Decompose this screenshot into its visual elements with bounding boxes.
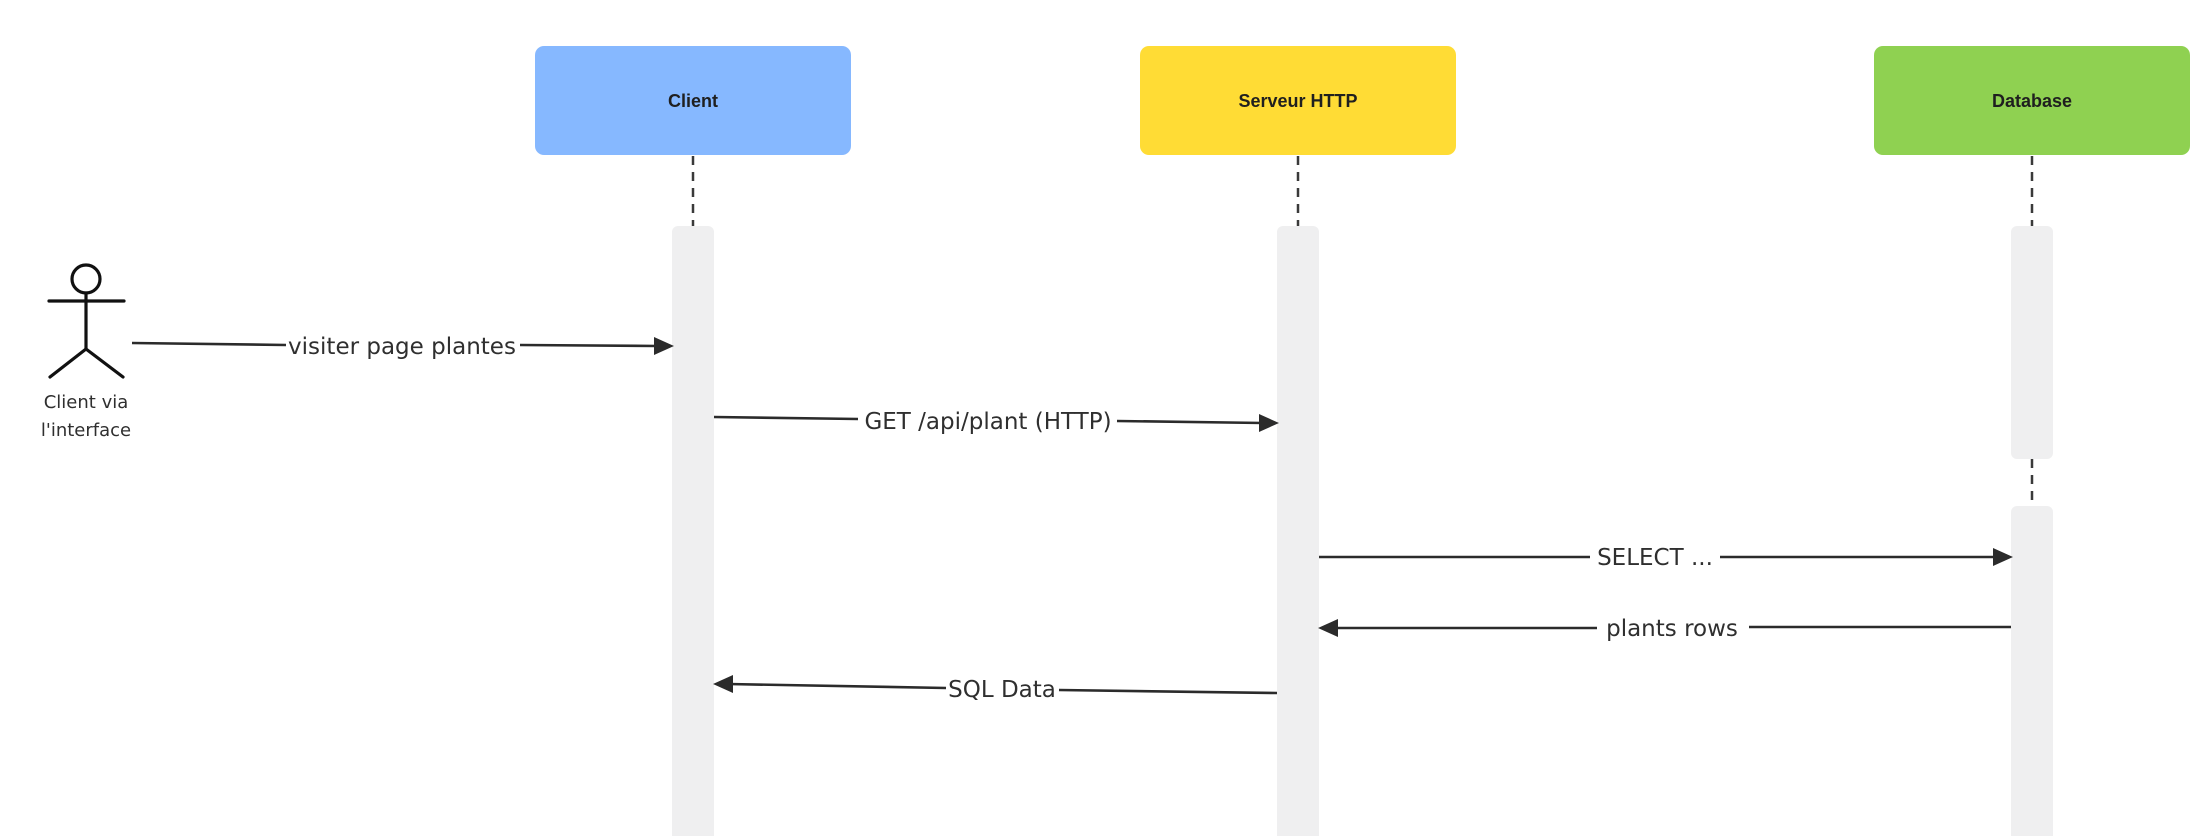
message-sql-data[interactable]: SQL Data	[713, 675, 1278, 703]
message-get-api-plant-line-left	[713, 415, 859, 421]
participant-database[interactable]: Database	[1874, 46, 2190, 155]
arrowhead-right-icon	[1259, 414, 1279, 432]
participant-database-box	[1874, 46, 2190, 155]
arrowhead-left-icon	[713, 675, 733, 693]
participant-client[interactable]: Client	[535, 46, 851, 155]
message-plants-rows[interactable]: plants rows	[1318, 616, 2011, 642]
actor-client-interface[interactable]: Client via l'interface	[41, 263, 131, 441]
message-sql-data-line-left	[727, 682, 947, 690]
participant-server-label: Serveur HTTP	[1238, 91, 1357, 111]
participant-database-label: Database	[1992, 91, 2072, 111]
message-visit-page-line-left	[131, 341, 287, 347]
arrowhead-right-icon	[1993, 548, 2013, 566]
message-select[interactable]: SELECT ...	[1319, 545, 2013, 571]
arrowhead-right-icon	[654, 337, 674, 355]
activation-bar-database-2	[2011, 506, 2053, 836]
message-get-api-plant[interactable]: GET /api/plant (HTTP)	[713, 409, 1279, 435]
message-visit-page-line-right	[519, 343, 659, 348]
message-visit-page-label: visiter page plantes	[288, 334, 516, 360]
message-get-api-plant-label: GET /api/plant (HTTP)	[864, 409, 1111, 435]
message-select-label: SELECT ...	[1597, 545, 1713, 571]
participant-client-label: Client	[668, 91, 718, 111]
actor-label-line-1: Client via	[44, 392, 129, 413]
participant-server[interactable]: Serveur HTTP	[1140, 46, 1456, 155]
message-get-api-plant-line-right	[1116, 419, 1264, 425]
message-sql-data-line-right	[1058, 688, 1278, 695]
stick-figure-icon	[47, 263, 126, 379]
participant-server-box	[1140, 46, 1456, 155]
message-sql-data-label: SQL Data	[948, 677, 1056, 703]
actor-label-line-2: l'interface	[41, 420, 131, 441]
message-plants-rows-label: plants rows	[1606, 616, 1738, 642]
message-visit-page[interactable]: visiter page plantes	[131, 334, 674, 360]
activation-bar-database-1	[2011, 226, 2053, 459]
arrowhead-left-icon	[1318, 619, 1338, 637]
activation-bar-client	[672, 226, 714, 836]
participant-client-box	[535, 46, 851, 155]
activation-bar-server	[1277, 226, 1319, 836]
